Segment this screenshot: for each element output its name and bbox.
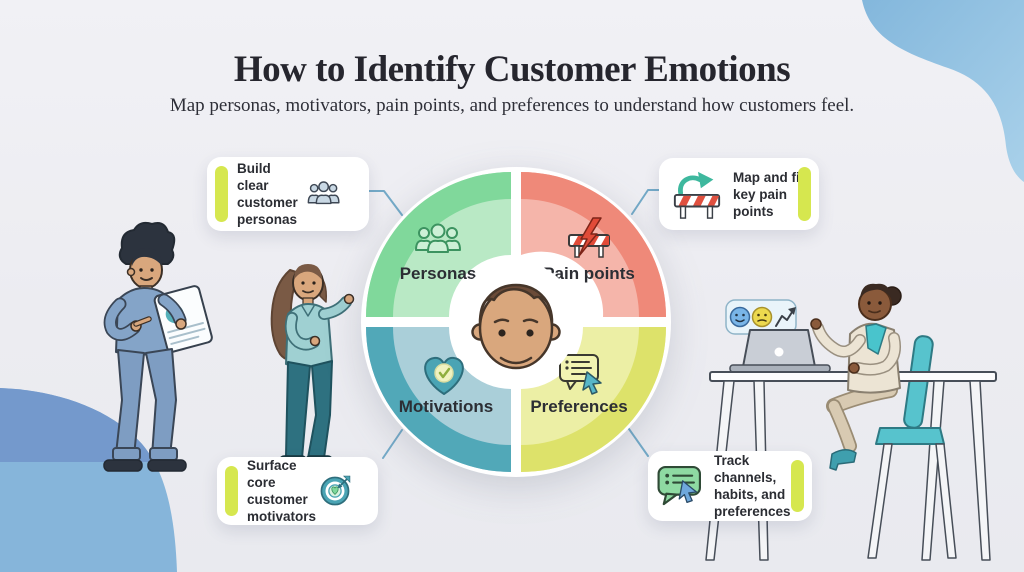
quadrant-preferences xyxy=(521,327,666,472)
chair-leg xyxy=(867,443,893,559)
connector-bottom-left xyxy=(382,429,403,459)
customer-face-icon xyxy=(471,283,561,370)
man-with-tablet-illustration xyxy=(103,221,213,472)
bottom-left-blob-dark xyxy=(0,388,154,462)
callout-build-personas: Build clear customer personas xyxy=(207,157,369,231)
callout-text: Surface core customer motivators xyxy=(247,458,317,524)
accent-bar xyxy=(225,466,238,516)
label-personas: Personas xyxy=(400,264,477,283)
chat-list-cursor-icon xyxy=(559,354,602,395)
page-subtitle: Map personas, motivators, pain points, a… xyxy=(169,95,855,116)
target-heart-icon xyxy=(320,475,351,506)
neutral-face-icon xyxy=(751,306,773,328)
chat-cursor-icon xyxy=(657,465,702,506)
heart-check-icon xyxy=(424,356,464,395)
people-group-icon xyxy=(307,181,340,205)
callout-track-preferences: Track channels, habits, and preferences xyxy=(648,451,812,521)
woman-at-desk-illustration xyxy=(705,283,997,561)
woman-presenting-illustration xyxy=(270,264,355,467)
callout-fix-pain-points: Map and fix key pain points xyxy=(659,158,819,230)
barrier-arrow-icon xyxy=(673,171,721,219)
connector-bottom-right xyxy=(628,428,649,457)
callout-text: Map and fix key pain points xyxy=(733,169,808,219)
callout-text: Track channels, habits, and preferences xyxy=(713,453,791,519)
page-title: How to Identify Customer Emotions xyxy=(233,49,791,90)
happy-face-icon xyxy=(729,306,751,328)
label-preferences: Preferences xyxy=(530,397,627,416)
emotion-wheel: Personas Pain points Motivations Prefere… xyxy=(361,167,671,477)
people-icon xyxy=(415,223,461,253)
accent-bar xyxy=(791,460,804,512)
trend-line-icon xyxy=(775,308,795,327)
quadrant-motivations xyxy=(366,327,511,472)
man-shoe xyxy=(103,459,143,472)
label-pain-points: Pain points xyxy=(543,264,635,283)
connector-top-left xyxy=(368,190,403,216)
connector-top-right xyxy=(631,189,661,215)
top-right-blob xyxy=(862,0,1024,182)
inner-top xyxy=(865,323,887,355)
accent-bar xyxy=(215,166,228,222)
label-motivations: Motivations xyxy=(399,397,493,416)
callout-surface-motivators: Surface core customer motivators xyxy=(217,457,378,525)
accent-bar xyxy=(798,167,811,221)
callout-text: Build clear customer personas xyxy=(237,161,298,227)
heel-shoe xyxy=(829,449,857,471)
roadblock-lightning-icon xyxy=(568,217,610,258)
